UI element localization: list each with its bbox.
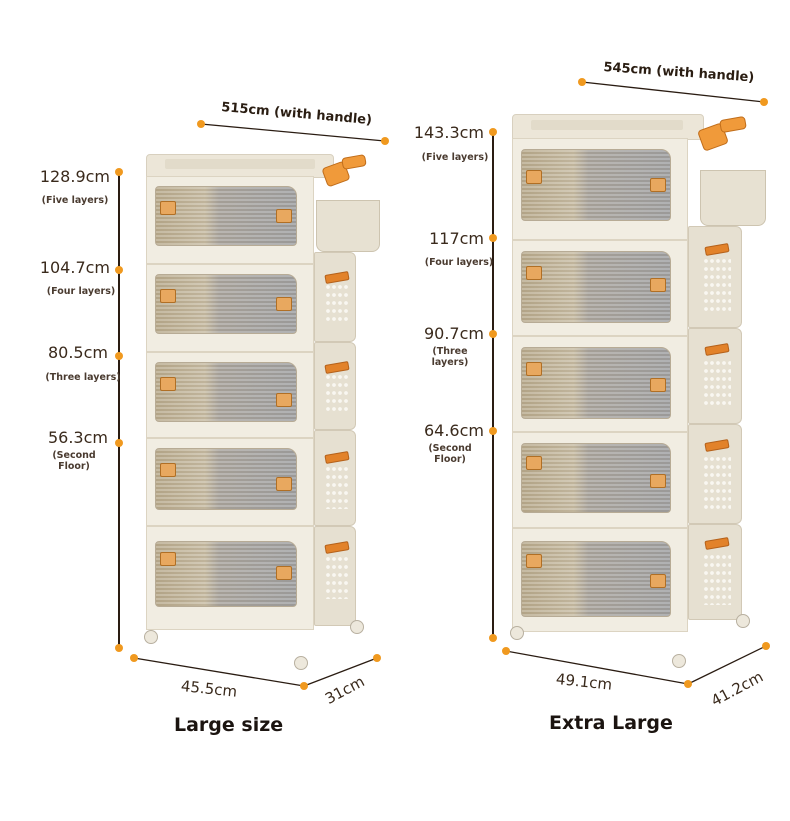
xl-height-dot-top (489, 128, 497, 136)
xl-bottom-dimension-lines (502, 642, 770, 688)
large-height-second-note: (Second Floor) (52, 450, 96, 472)
xl-side-panel-4 (688, 424, 742, 524)
large-height-four-value: 104.7cm (39, 258, 110, 277)
large-height-five-value: 128.9cm (39, 167, 110, 186)
xl-push-handle-grip (719, 115, 747, 134)
extra-large-title: Extra Large (549, 712, 673, 734)
large-height-dot-top (115, 168, 123, 176)
xl-tier-1 (512, 138, 688, 240)
xl-height-line (492, 132, 494, 640)
large-height-three-note: (Three layers) (45, 372, 121, 383)
xl-top-width-line (578, 78, 768, 106)
xl-height-three-note: (Three layers) (431, 346, 469, 368)
xl-height-dot-bottom (489, 634, 497, 642)
xl-height-second-value: 64.6cm (423, 421, 484, 440)
large-height-dot-2 (115, 439, 123, 447)
large-tier-1 (146, 176, 314, 264)
large-tier-3 (146, 352, 314, 438)
xl-side-panel-5 (688, 524, 742, 620)
xl-tier-5 (512, 528, 688, 632)
large-top-width-line (197, 120, 389, 145)
xl-tier-2 (512, 240, 688, 336)
large-height-dot-bottom (115, 644, 123, 652)
xl-height-three-value: 90.7cm (423, 324, 484, 343)
xl-side-basket (700, 170, 766, 226)
large-height-four-note: (Four layers) (46, 286, 116, 297)
large-top-tray (146, 154, 334, 178)
xl-wheel-front-left (510, 626, 524, 640)
large-side-panel-5 (314, 526, 356, 626)
xl-side-panel-3 (688, 328, 742, 424)
large-side-panel-4 (314, 430, 356, 526)
large-wheel-back-right (350, 620, 364, 634)
xl-wheel-front-right (672, 654, 686, 668)
xl-wheel-back-right (736, 614, 750, 628)
large-height-dot-3 (115, 352, 123, 360)
xl-height-five-note: (Five layers) (421, 152, 489, 163)
large-wheel-front-left (144, 630, 158, 644)
xl-height-four-note: (Four layers) (424, 257, 494, 268)
xl-top-tray (512, 114, 704, 140)
xl-height-dot-3 (489, 330, 497, 338)
large-height-five-note: (Five layers) (41, 195, 109, 206)
xl-height-second-note: (Second Floor) (428, 443, 472, 465)
large-side-panel-3 (314, 342, 356, 430)
large-height-line (118, 172, 120, 648)
xl-height-dot-2 (489, 427, 497, 435)
large-tier-5 (146, 526, 314, 630)
large-height-three-value: 80.5cm (47, 343, 108, 362)
xl-height-dot-4 (489, 234, 497, 242)
large-bottom-dimension-lines (130, 654, 381, 690)
large-side-panel-2 (314, 252, 356, 342)
xl-side-panel-2 (688, 226, 742, 328)
large-tier-2 (146, 264, 314, 352)
large-size-title: Large size (174, 714, 284, 736)
xl-tier-4 (512, 432, 688, 528)
large-side-basket (316, 200, 380, 252)
large-height-second-value: 56.3cm (47, 428, 108, 447)
large-height-dot-4 (115, 266, 123, 274)
xl-height-five-value: 143.3cm (413, 123, 484, 142)
large-push-handle-grip (341, 154, 367, 170)
large-tier-4 (146, 438, 314, 526)
xl-tier-3 (512, 336, 688, 432)
xl-height-four-value: 117cm (429, 229, 484, 248)
large-wheel-front-right (294, 656, 308, 670)
